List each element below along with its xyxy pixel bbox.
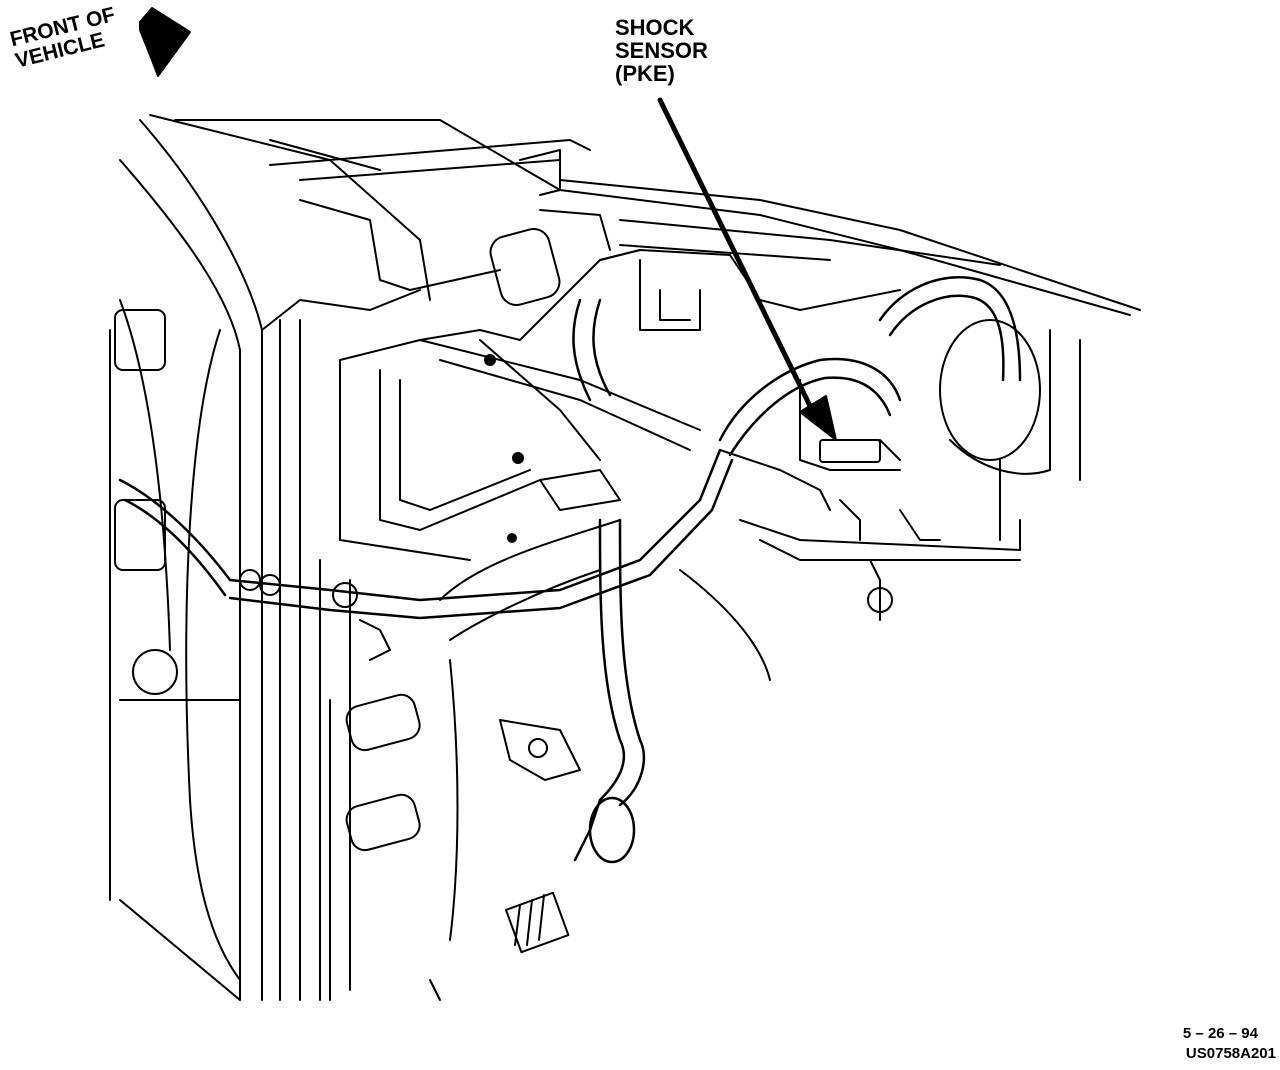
figure-id: US0758A201 xyxy=(1185,1045,1276,1062)
shock-sensor-label: SHOCK SENSOR (PKE) xyxy=(615,16,708,85)
shock-sensor-line-2: SENSOR xyxy=(615,38,708,64)
date-code: 5 – 26 – 94 xyxy=(1182,1025,1258,1042)
shock-sensor-line-1: SHOCK xyxy=(615,15,695,40)
cowl-upper-dash xyxy=(269,139,1141,316)
front-direction-arrow-icon xyxy=(139,7,191,77)
shock-sensor-leader-arrow xyxy=(657,97,837,441)
lower-panel-openings xyxy=(329,228,771,1001)
door-frame-pillar xyxy=(109,114,561,1001)
shock-sensor-line-3: (PKE) xyxy=(615,61,675,87)
connectors-brackets xyxy=(239,149,881,954)
wiring-harness xyxy=(118,276,1022,864)
dash-panel xyxy=(339,249,1081,621)
door-panel-openings xyxy=(114,309,178,695)
